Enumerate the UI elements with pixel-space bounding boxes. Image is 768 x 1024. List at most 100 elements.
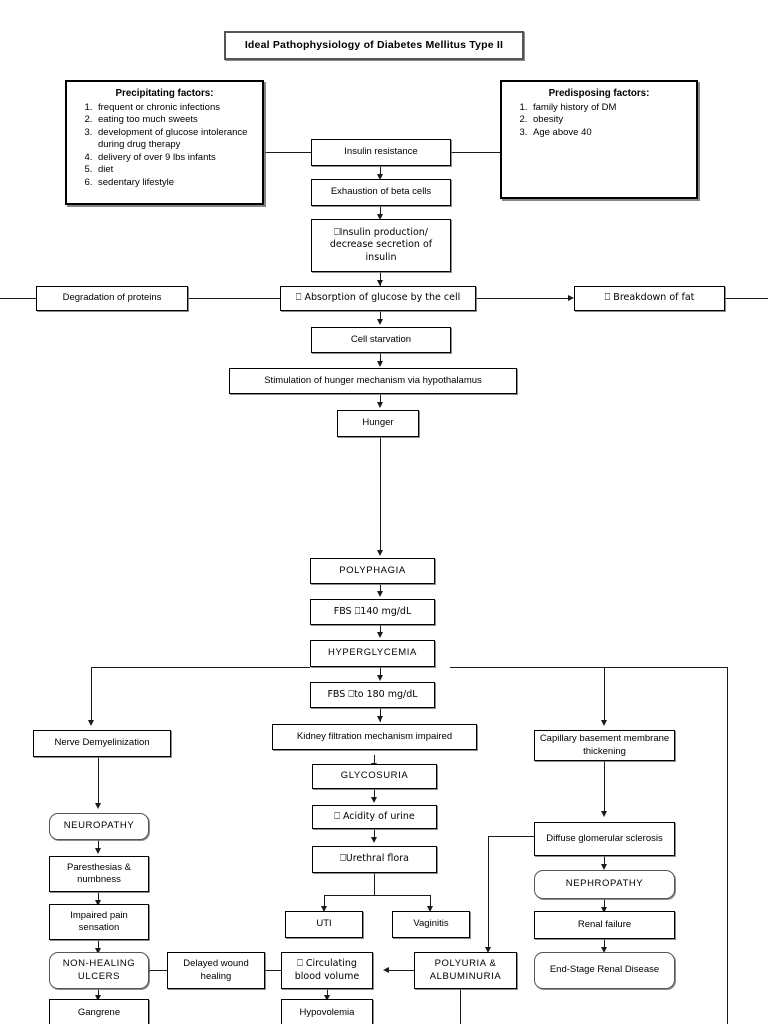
node-label: Impaired pain sensation (70, 909, 128, 934)
arrowhead-down (377, 280, 383, 286)
arrowhead-down (377, 174, 383, 180)
node-absorption-of-glucose[interactable]: ⎕ Absorption of glucose by the cell (280, 286, 476, 311)
node-neuropathy[interactable]: NEUROPATHY (49, 813, 149, 840)
node-vaginitis[interactable]: Vaginitis (392, 911, 470, 938)
connector-circulating-to-delayed (265, 970, 281, 971)
arrowhead-down (321, 906, 327, 912)
list-item: development of glucose intolerance durin… (95, 127, 254, 152)
node-label: Hypovolemia (299, 1006, 355, 1018)
node-diffuse-glomerular-sclerosis[interactable]: Diffuse glomerular sclerosis (534, 822, 675, 856)
node-label: Diffuse glomerular sclerosis (546, 832, 663, 844)
arrowhead-down (324, 995, 330, 1001)
node-hypovolemia[interactable]: Hypovolemia (281, 999, 373, 1024)
node-label: ⎕Urethral flora (340, 853, 409, 865)
node-capillary-basement-thickening[interactable]: Capillary basement membrane thickening (534, 730, 675, 761)
connector-paresthesias-to-impaired (98, 892, 99, 904)
node-uti[interactable]: UTI (285, 911, 363, 938)
predisposing-factors-list: family history of DM obesity Age above 4… (510, 102, 688, 140)
node-label: End-Stage Renal Disease (549, 964, 660, 976)
node-end-stage-renal-disease[interactable]: End-Stage Renal Disease (534, 952, 675, 989)
node-renal-failure[interactable]: Renal failure (534, 911, 675, 939)
node-gangrene[interactable]: Gangrene (49, 999, 149, 1024)
node-label: ⎕ Absorption of glucose by the cell (295, 292, 461, 304)
connector-renal-to-endstage (604, 939, 605, 951)
connector-polyuria-to-circulating (389, 970, 414, 971)
connector-nerve-to-neuropathy (98, 757, 99, 805)
node-label: Vaginitis (413, 918, 449, 930)
node-urethral-flora[interactable]: ⎕Urethral flora (312, 846, 437, 873)
arrowhead-down (377, 675, 383, 681)
diagram-title-text: Ideal Pathophysiology of Diabetes Mellit… (244, 39, 504, 52)
node-label: Gangrene (77, 1006, 121, 1018)
arrowhead-down (377, 402, 383, 408)
node-fbs-180[interactable]: FBS ⎕to 180 mg/dL (310, 682, 435, 708)
node-label: Nerve Demyelinization (54, 737, 150, 749)
node-nerve-demyelinization[interactable]: Nerve Demyelinization (33, 730, 171, 757)
list-item: eating too much sweets (95, 114, 254, 127)
diagram-title: Ideal Pathophysiology of Diabetes Mellit… (224, 31, 524, 60)
node-cell-starvation[interactable]: Cell starvation (311, 327, 451, 353)
node-polyphagia[interactable]: POLYPHAGIA (310, 558, 435, 584)
node-impaired-pain-sensation[interactable]: Impaired pain sensation (49, 904, 149, 940)
arrowhead-down (377, 716, 383, 722)
arrowhead-down (601, 947, 607, 953)
arrowhead-down (377, 214, 383, 220)
node-glycosuria[interactable]: GLYCOSURIA (312, 764, 437, 789)
node-paresthesias-numbness[interactable]: Paresthesias & numbness (49, 856, 149, 892)
node-kidney-filtration-impaired[interactable]: Kidney filtration mechanism impaired (272, 724, 477, 750)
node-nephropathy[interactable]: NEPHROPATHY (534, 870, 675, 899)
connector-stimulation-to-hunger (380, 394, 381, 406)
connector-nephropathy-to-renal (604, 899, 605, 911)
connector-hyperglycemia-bus-right (450, 667, 728, 668)
node-label: Renal failure (577, 918, 632, 930)
arrowhead-down (377, 361, 383, 367)
node-insulin-production[interactable]: ⎕Insulin production/ decrease secretion … (311, 219, 451, 272)
connector-neuropathy-to-paresthesias (98, 840, 99, 852)
connector-degradation-tail-left (0, 298, 36, 299)
node-label: Paresthesias & numbness (67, 861, 131, 886)
node-hyperglycemia[interactable]: HYPERGLYCEMIA (310, 640, 435, 667)
node-label: Delayed wound healing (183, 958, 249, 982)
node-label: FBS ⎕140 mg/dL (333, 605, 412, 617)
node-polyuria-albuminuria[interactable]: POLYURIA & ALBUMINURIA (414, 952, 517, 989)
list-item: diet (95, 164, 254, 177)
list-item: Age above 40 (530, 127, 688, 140)
node-label: ⎕ Breakdown of fat (604, 292, 695, 304)
node-label: ⎕Insulin production/ decrease secretion … (329, 226, 433, 263)
arrowhead-down (95, 995, 101, 1001)
connector-glycosuria-to-acidity (374, 789, 375, 801)
connector-kidney-to-glycosuria (374, 755, 375, 767)
node-label: FBS ⎕to 180 mg/dL (327, 688, 418, 700)
node-label: HYPERGLYCEMIA (328, 647, 417, 659)
node-delayed-wound-healing[interactable]: Delayed wound healing (167, 952, 265, 989)
connector-fbs140-to-hyperglycemia (380, 625, 381, 635)
connector-polyuria-descender (460, 989, 461, 1024)
node-label: GLYCOSURIA (340, 770, 409, 782)
node-non-healing-ulcers[interactable]: NON-HEALING ULCERS (49, 952, 149, 989)
connector-predisposing-to-insulin (451, 152, 500, 153)
connector-diffuse-to-polyuria (488, 836, 489, 951)
node-stimulation-of-hunger[interactable]: Stimulation of hunger mechanism via hypo… (229, 368, 517, 394)
connector-urethral-bus (324, 895, 431, 896)
arrowhead-down (371, 797, 377, 803)
connector-absorption-to-degradation (188, 298, 280, 299)
node-fbs-140[interactable]: FBS ⎕140 mg/dL (310, 599, 435, 625)
arrowhead-down (377, 591, 383, 597)
node-insulin-resistance[interactable]: Insulin resistance (311, 139, 451, 166)
arrowhead-down (601, 864, 607, 870)
node-exhaustion-of-beta-cells[interactable]: Exhaustion of beta cells (311, 179, 451, 206)
arrowhead-left (383, 966, 389, 973)
connector-precipitating-to-insulin (264, 152, 311, 153)
node-hunger[interactable]: Hunger (337, 410, 419, 437)
node-label: Degradation of proteins (62, 292, 162, 304)
connector-hyperglycemia-bus (91, 667, 310, 668)
node-degradation-of-proteins[interactable]: Degradation of proteins (36, 286, 188, 311)
arrowhead-down (485, 947, 491, 953)
connector-bus-to-nerve (91, 667, 92, 722)
precipitating-factors-list: frequent or chronic infections eating to… (75, 102, 254, 190)
node-breakdown-of-fat[interactable]: ⎕ Breakdown of fat (574, 286, 725, 311)
arrowhead-down (88, 720, 94, 726)
node-acidity-of-urine[interactable]: ⎕ Acidity of urine (312, 805, 437, 829)
node-circulating-blood-volume[interactable]: ⎕ Circulating blood volume (281, 952, 373, 989)
